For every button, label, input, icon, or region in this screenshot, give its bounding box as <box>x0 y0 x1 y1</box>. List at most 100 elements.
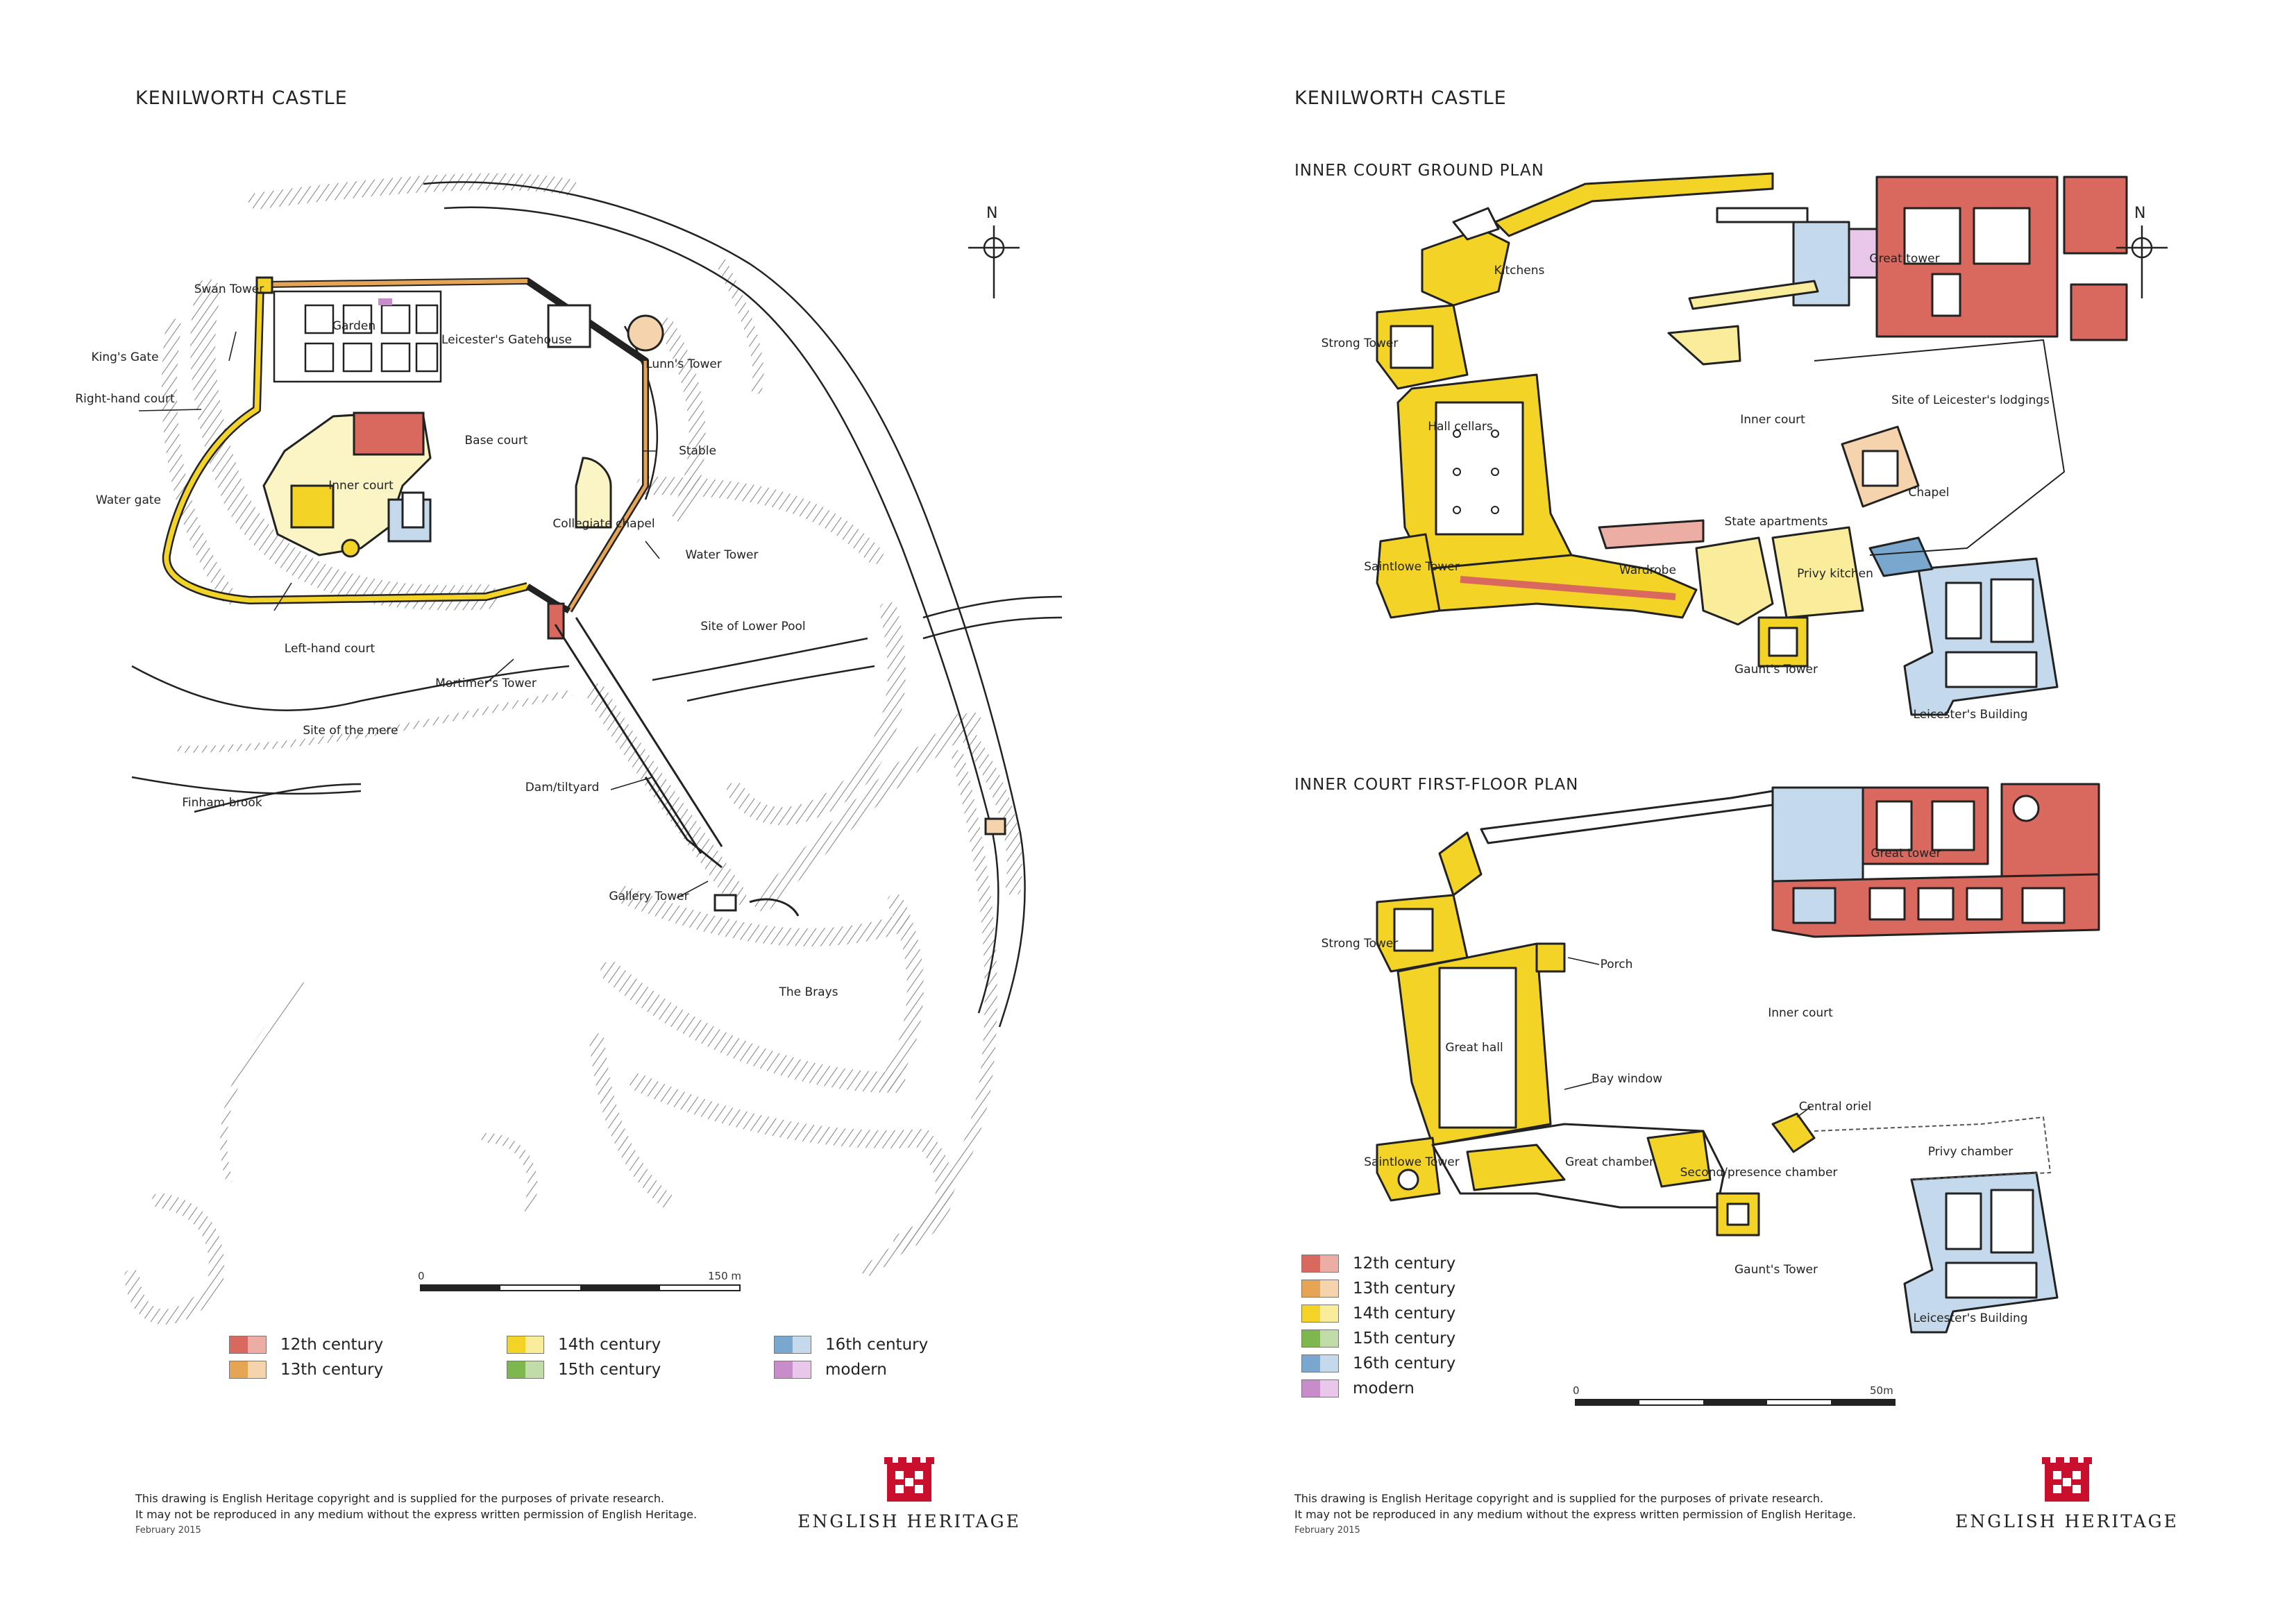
swatch-light <box>1320 1355 1338 1372</box>
sheet-inner-court-plans: KENILWORTH CASTLE INNER COURT GROUND PLA… <box>1148 0 2296 1623</box>
legend-item: 12th century <box>229 1336 383 1354</box>
first-floor-leaders <box>1564 957 1812 1118</box>
page-title: KENILWORTH CASTLE <box>1294 87 1507 109</box>
label-kitchens: Kitchens <box>1494 264 1545 278</box>
label-site-of-leicesters-lodgings: Site of Leicester's lodgings <box>1891 393 2050 407</box>
ground-plan: Kitchens Great tower Strong Tower Hall c… <box>1322 172 2128 722</box>
scale-start: 0 <box>1573 1384 1580 1397</box>
label-bay-window: Bay window <box>1592 1072 1662 1086</box>
label-site-of-the-mere: Site of the mere <box>303 724 398 738</box>
label-water-gate: Water gate <box>96 493 161 507</box>
ground-plan-labels: Kitchens Great tower Strong Tower Hall c… <box>1322 252 2050 722</box>
swatch-light <box>248 1361 266 1378</box>
swatch-dark <box>1302 1280 1320 1297</box>
copyright-line-1: This drawing is English Heritage copyrig… <box>135 1492 665 1505</box>
english-heritage-logo: ENGLISH HERITAGE <box>791 1457 1027 1533</box>
swatch-dark <box>1302 1355 1320 1372</box>
logo-wordmark: ENGLISH HERITAGE <box>797 1511 1021 1531</box>
label-leicesters-building: Leicester's Building <box>1913 708 2027 722</box>
first-floor-walls <box>1376 783 2100 1334</box>
legend-swatch <box>507 1361 544 1379</box>
swatch-dark <box>507 1336 525 1353</box>
north-arrow: N <box>968 205 1020 302</box>
legend-label: modern <box>1353 1379 1415 1397</box>
legend-label: 13th century <box>280 1361 384 1379</box>
scale-bar: 0 150 m <box>416 1270 750 1298</box>
legend-swatch <box>1301 1305 1339 1323</box>
earthworks <box>124 173 1022 1325</box>
swatch-dark <box>775 1361 793 1378</box>
portcullis-icon <box>2042 1457 2092 1502</box>
legend-item: 12th century <box>1301 1255 1455 1273</box>
swatch-light <box>525 1361 543 1378</box>
swatch-light <box>1320 1255 1338 1272</box>
label-stable: Stable <box>679 444 716 458</box>
label-base-court: Base court <box>465 434 528 448</box>
scale-end: 150 m <box>708 1270 742 1282</box>
page-title: KENILWORTH CASTLE <box>135 87 348 109</box>
legend-item: 13th century <box>1301 1280 1455 1298</box>
label-lunns-tower: Lunn's Tower <box>645 357 722 371</box>
north-arrow: N <box>2116 205 2168 302</box>
drawing-date: February 2015 <box>135 1525 201 1536</box>
scale-bar-graphic <box>1575 1399 1896 1406</box>
scale-start: 0 <box>418 1270 425 1282</box>
label-leicesters-gatehouse: Leicester's Gatehouse <box>441 333 572 347</box>
copyright-notice: This drawing is English Heritage copyrig… <box>1294 1490 1856 1538</box>
copyright-line-1: This drawing is English Heritage copyrig… <box>1294 1492 1824 1505</box>
portcullis-icon <box>884 1457 934 1502</box>
label-second-presence-chamber: Second/presence chamber <box>1680 1166 1838 1180</box>
swatch-light <box>1320 1305 1338 1322</box>
legend-label: 16th century <box>1353 1354 1456 1373</box>
scale-bar-graphic <box>420 1284 741 1291</box>
legend-item: 15th century <box>1301 1329 1455 1348</box>
legend-swatch <box>774 1361 811 1379</box>
label-inner-court: Inner court <box>1740 413 1805 427</box>
compass-icon <box>968 226 1020 298</box>
dam-tiltyard <box>554 617 800 917</box>
legend-label: 14th century <box>1353 1305 1456 1323</box>
scale-end: 50m <box>1870 1384 1893 1397</box>
legend-item: 14th century <box>1301 1305 1455 1323</box>
first-floor-labels: Great tower Strong Tower Porch Inner cou… <box>1322 847 2028 1325</box>
copyright-line-2: It may not be reproduced in any medium w… <box>135 1508 698 1521</box>
label-privy-chamber: Privy chamber <box>1928 1145 2014 1159</box>
english-heritage-logo: ENGLISH HERITAGE <box>1949 1457 2185 1533</box>
label-great-hall: Great hall <box>1445 1041 1503 1055</box>
label-collegiate-chapel: Collegiate chapel <box>552 517 655 531</box>
label-water-tower: Water Tower <box>686 548 759 562</box>
legend-label: 16th century <box>825 1336 929 1354</box>
legend-label: 12th century <box>1353 1255 1456 1273</box>
label-right-hand-court: Right-hand court <box>75 392 175 406</box>
hall-cellar-columns <box>1453 430 1499 514</box>
swatch-dark <box>507 1361 525 1378</box>
label-garden: Garden <box>332 319 375 333</box>
label-great-tower: Great tower <box>1869 252 1939 266</box>
label-left-hand-court: Left-hand court <box>285 642 375 656</box>
leader-lines <box>138 331 709 899</box>
swatch-dark <box>230 1336 248 1353</box>
label-central-oriel: Central oriel <box>1799 1100 1872 1114</box>
legend: 12th century 13th century 14th century 1… <box>229 1336 928 1391</box>
label-swan-tower: Swan Tower <box>194 282 264 296</box>
site-plan: Swan Tower King's Gate Right-hand court … <box>75 173 1063 1325</box>
garden-parterre <box>273 290 442 383</box>
swatch-light <box>525 1336 543 1353</box>
swatch-dark <box>1302 1305 1320 1322</box>
legend-swatch <box>1301 1255 1339 1273</box>
legend-swatch <box>774 1336 811 1354</box>
legend-item: 14th century <box>507 1336 661 1354</box>
label-state-apartments: State apartments <box>1725 515 1828 529</box>
legend-item: 16th century <box>1301 1354 1455 1373</box>
label-site-of-lower-pool: Site of Lower Pool <box>700 620 805 634</box>
roads-and-streams <box>131 181 1063 1028</box>
ground-plan-walls <box>1376 172 2128 716</box>
scale-bar: 0 50m <box>1571 1384 1905 1412</box>
label-finham-brook: Finham brook <box>182 796 262 810</box>
ground-plan-title: INNER COURT GROUND PLAN <box>1294 162 1544 180</box>
first-floor-plan-title: INNER COURT FIRST-FLOOR PLAN <box>1294 776 1579 794</box>
swatch-dark <box>1302 1330 1320 1347</box>
label-saintlowe-tower: Saintlowe Tower <box>1364 1155 1460 1169</box>
copyright-notice: This drawing is English Heritage copyrig… <box>135 1490 697 1538</box>
legend-swatch <box>229 1336 267 1354</box>
